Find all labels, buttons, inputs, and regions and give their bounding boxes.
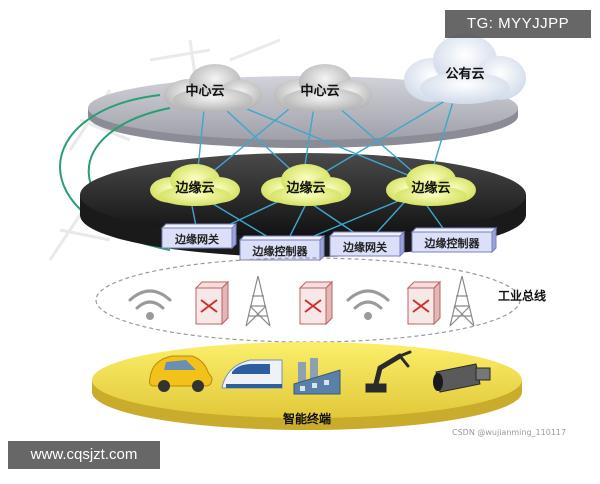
switch-icon xyxy=(298,280,334,326)
center-cloud-2: 中心云 xyxy=(274,64,372,112)
center-cloud-2-label: 中心云 xyxy=(300,83,339,99)
edge-controller-2-label: 边缘控制器 xyxy=(424,236,481,250)
train-icon xyxy=(221,359,283,389)
center-cloud-1: 中心云 xyxy=(164,64,262,112)
wifi-icon xyxy=(128,289,172,320)
edge-cloud-1: 边缘云 xyxy=(150,164,240,206)
edge-gateway-1-label: 边缘网关 xyxy=(174,232,219,246)
edge-controller-1-label: 边缘控制器 xyxy=(252,244,309,258)
edge-controller-1: 边缘控制器 xyxy=(238,234,326,262)
watermark-bottom-left: www.cqsjzt.com xyxy=(8,441,160,469)
switch-icon xyxy=(406,280,442,326)
edge-cloud-label: 边缘云 xyxy=(174,180,214,196)
switch-icon xyxy=(194,280,230,326)
edge-cloud-label: 边缘云 xyxy=(285,180,325,196)
tower-icon xyxy=(245,275,271,327)
edge-cloud-label: 边缘云 xyxy=(410,180,450,196)
industrial-bus-label: 工业总线 xyxy=(498,288,546,303)
public-cloud: 公有云 xyxy=(404,34,526,104)
watermark-top-right: TG: MYYJJPP xyxy=(445,10,591,38)
smart-terminal-label: 智能终端 xyxy=(282,411,331,426)
edge-gateway-1: 边缘网关 xyxy=(160,222,238,250)
edge-gateway-2: 边缘网关 xyxy=(328,230,406,258)
camera-icon xyxy=(433,363,491,393)
edge-gateway-2-label: 边缘网关 xyxy=(342,240,387,254)
industrial-bus-boundary xyxy=(95,257,521,343)
robot-arm-icon xyxy=(365,350,412,393)
edge-cloud-2: 边缘云 xyxy=(261,164,351,206)
tower-icon xyxy=(449,275,475,327)
csdn-credit: CSDN @wujianming_110117 xyxy=(452,428,567,437)
center-cloud-1-label: 中心云 xyxy=(185,83,224,99)
car-icon xyxy=(149,355,213,392)
edge-cloud-3: 边缘云 xyxy=(386,164,476,206)
wifi-icon xyxy=(346,289,390,320)
edge-controller-2: 边缘控制器 xyxy=(410,226,498,254)
public-cloud-label: 公有云 xyxy=(445,66,484,82)
factory-icon xyxy=(293,358,341,395)
